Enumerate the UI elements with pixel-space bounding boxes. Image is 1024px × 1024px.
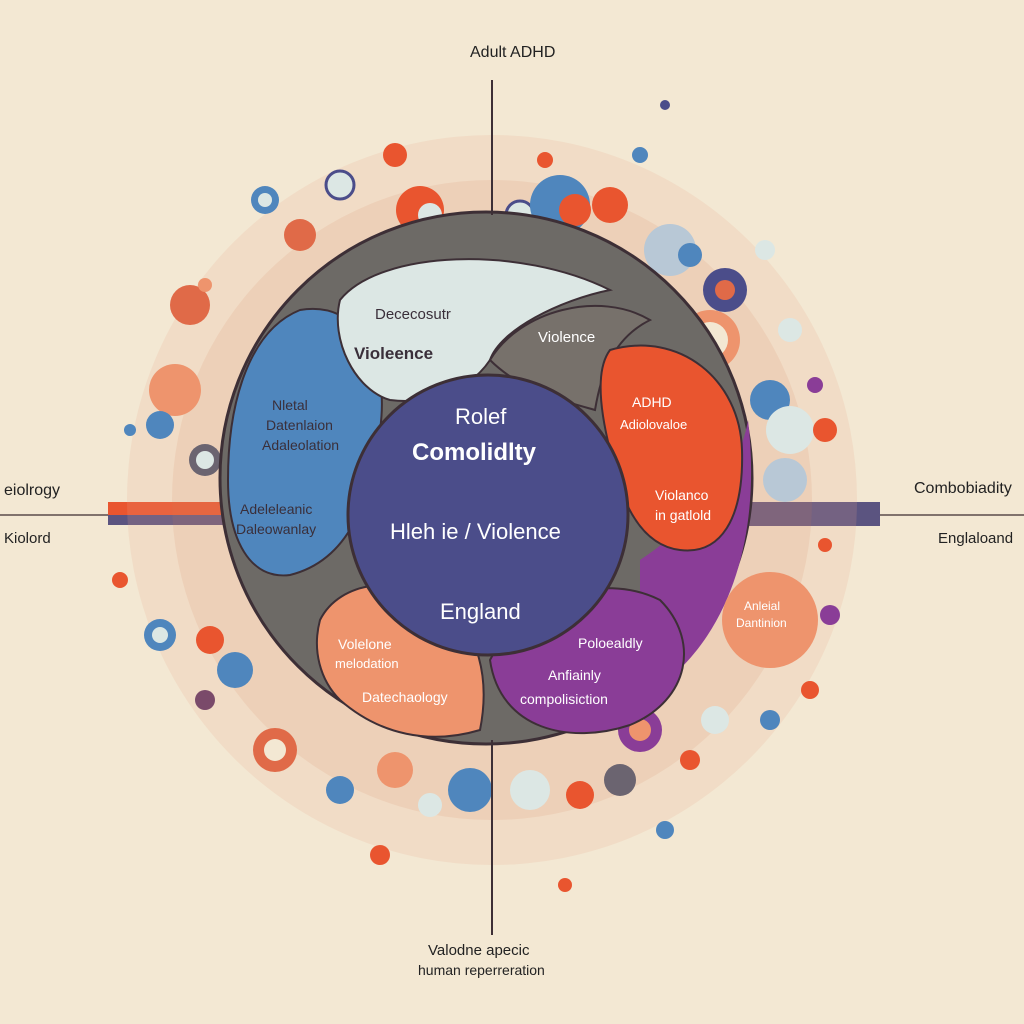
- center-line4: England: [440, 599, 521, 624]
- right-red-line3: Violanco: [655, 487, 709, 503]
- right-side-bubble: [722, 572, 818, 668]
- left-blue-line3: Adaleolation: [262, 437, 340, 453]
- center-circle: [346, 373, 630, 657]
- left-blue-line1: Nletal: [272, 397, 308, 413]
- left-blue-line2: Datenlaion: [266, 417, 333, 433]
- bottom-purple-line2: Anfiainly: [548, 667, 601, 683]
- segment-top-light: [336, 258, 614, 402]
- bottom-salmon-line2: melodation: [335, 656, 399, 671]
- left-label-bottom: Kiolord: [4, 530, 51, 547]
- left-blue-line4: Adeleleanic: [240, 501, 313, 517]
- bottom-label-line2: human reperreration: [418, 962, 545, 978]
- top-light-line1: Dececosutr: [375, 306, 451, 323]
- right-bubble-line2: Dantinion: [736, 616, 787, 630]
- bottom-salmon-line1: Volelone: [338, 636, 392, 652]
- top-light-line2: Violeence: [354, 344, 434, 363]
- top-label: Adult ADHD: [470, 44, 556, 61]
- bottom-label-line1: Valodne apecic: [428, 942, 530, 959]
- right-label-bottom: Englaloand: [938, 530, 1014, 547]
- center-line3: Hleh ie / Violence: [390, 519, 561, 544]
- left-axis-bar-lower: [108, 515, 238, 525]
- left-blue-line5: Daleowanlay: [236, 521, 317, 537]
- center-line1: Rolef: [455, 404, 507, 429]
- bottom-salmon-line3: Datechaology: [362, 689, 448, 705]
- center-line2: Comolidlty: [412, 439, 536, 466]
- bottom-purple-line1: Poloealdly: [578, 635, 643, 651]
- right-red-line1: ADHD: [632, 394, 672, 410]
- left-label-top: eiolrogy: [4, 482, 61, 499]
- right-label-top: Combobiadity: [914, 480, 1012, 497]
- right-axis-bar: [740, 502, 880, 526]
- top-gray-line1: Violence: [538, 329, 596, 346]
- segment-right-red: [599, 344, 744, 552]
- bottom-purple-line3: compolisiction: [520, 691, 608, 707]
- right-bubble-line1: Anleial: [744, 599, 781, 613]
- right-red-line4: in gatlold: [655, 507, 712, 523]
- right-red-line2: Adiolovaloe: [620, 417, 688, 432]
- decorative-bubbles: [112, 100, 840, 892]
